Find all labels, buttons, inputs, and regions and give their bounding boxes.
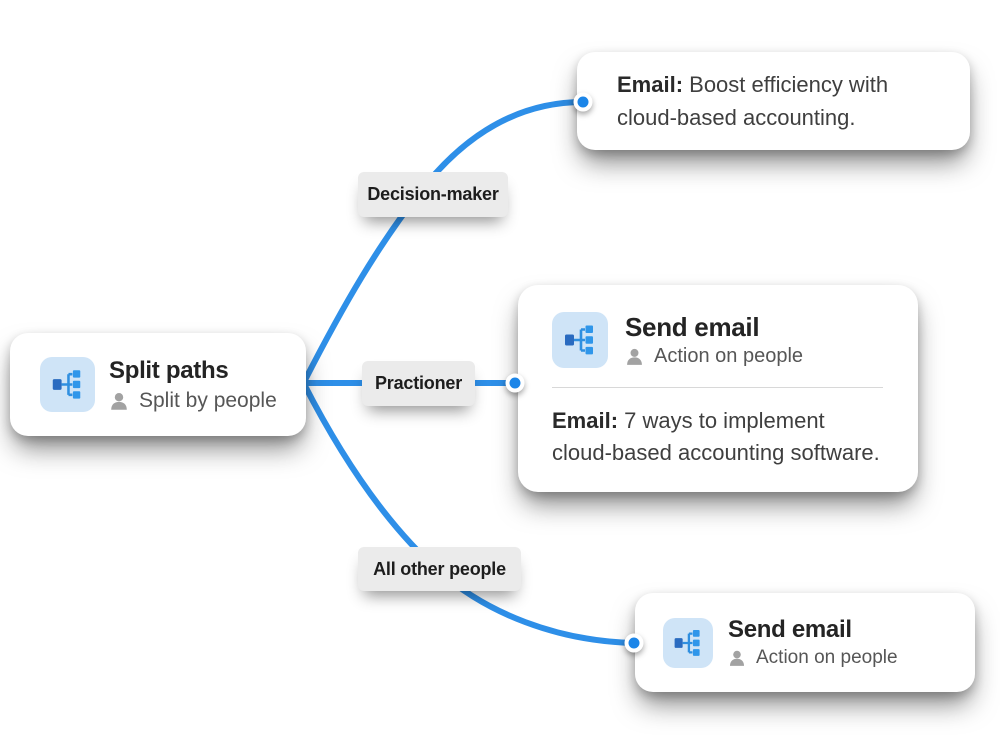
- email-body-text: Email: 7 ways to implement cloud-based a…: [552, 408, 880, 465]
- connector-dot-practioner[interactable]: [505, 373, 525, 393]
- branch-label-practioner[interactable]: Practioner: [362, 361, 475, 406]
- connector-dot-decision-maker[interactable]: [573, 92, 593, 112]
- card-divider: [552, 387, 883, 388]
- email-note-label: Email:: [617, 72, 684, 97]
- person-icon: [625, 347, 644, 366]
- branch-label-all-other-people[interactable]: All other people: [358, 547, 521, 591]
- email-body-label: Email:: [552, 408, 619, 433]
- send-email-icon: [552, 312, 608, 368]
- branch-label-decision-maker[interactable]: Decision-maker: [358, 172, 508, 217]
- person-icon: [728, 649, 746, 667]
- split-paths-icon: [40, 357, 95, 412]
- send-email-icon: [663, 617, 713, 668]
- node-title: Send email: [728, 616, 852, 643]
- email-note-text: Email: Boost efficiency with cloud-based…: [617, 72, 889, 130]
- branch-label-text: All other people: [373, 558, 506, 579]
- send-email-node-all-other-people[interactable]: Send email Action on people: [635, 593, 975, 692]
- email-note-decision-maker[interactable]: Email: Boost efficiency with cloud-based…: [577, 52, 970, 150]
- node-subtitle: Split by people: [139, 388, 277, 412]
- branch-label-text: Decision-maker: [367, 184, 499, 204]
- node-subtitle: Action on people: [756, 647, 898, 668]
- node-title: Send email: [625, 312, 760, 342]
- person-icon: [109, 391, 129, 411]
- send-email-node-practioner[interactable]: Send email Action on people Email: 7 way…: [518, 285, 918, 492]
- connector-dot-all-other-people[interactable]: [624, 633, 644, 653]
- split-paths-node[interactable]: Split paths Split by people: [10, 333, 306, 436]
- node-title: Split paths: [109, 356, 229, 384]
- node-subtitle: Action on people: [654, 345, 804, 367]
- branch-label-text: Practioner: [374, 373, 463, 393]
